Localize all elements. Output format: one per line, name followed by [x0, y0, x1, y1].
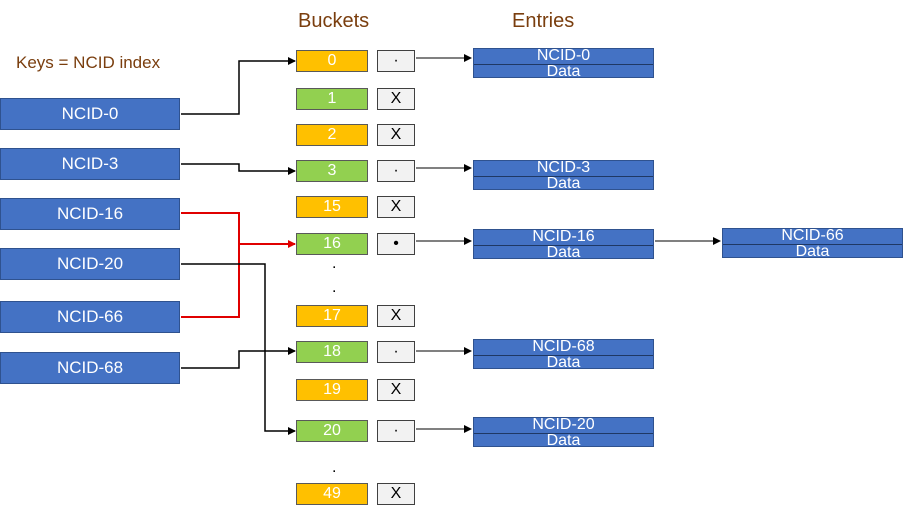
- link-ncid3-bucket3: [181, 163, 296, 175]
- entry-name: NCID-0: [536, 49, 591, 63]
- bucket-2: 2: [296, 124, 368, 146]
- entry-data: Data: [474, 176, 653, 191]
- key-ncid-66: NCID-66: [0, 301, 180, 333]
- entry-data: Data: [474, 64, 653, 79]
- entry-ncid-66: NCID-66 Data: [722, 228, 903, 259]
- slot-3: ·: [377, 160, 415, 182]
- bucket-18: 18: [296, 341, 368, 363]
- slot-49: X: [377, 483, 415, 505]
- entry-data: Data: [474, 433, 653, 448]
- slot-16: •: [377, 233, 415, 255]
- slot-20: ·: [377, 420, 415, 442]
- key-ncid-20: NCID-20: [0, 248, 180, 280]
- link-ncid16-bucket16: [181, 212, 296, 248]
- entry-data: Data: [723, 244, 902, 259]
- key-ncid-16: NCID-16: [0, 198, 180, 230]
- link-ncid66-bucket16: [181, 244, 240, 318]
- entry-name: NCID-3: [536, 161, 591, 175]
- slot-19: X: [377, 379, 415, 401]
- slot-2: X: [377, 124, 415, 146]
- link-ncid0-bucket0: [181, 57, 296, 115]
- ellipsis-dot: .: [332, 279, 337, 296]
- entry-ncid-68: NCID-68 Data: [473, 339, 654, 370]
- entry-name: NCID-66: [781, 229, 844, 243]
- slot-18: ·: [377, 341, 415, 363]
- bucket-0: 0: [296, 50, 368, 72]
- entry-ncid-0: NCID-0 Data: [473, 48, 654, 79]
- entry-name: NCID-68: [532, 340, 595, 354]
- ellipsis-dot: .: [332, 459, 337, 476]
- bucket-19: 19: [296, 379, 368, 401]
- entry-data: Data: [474, 245, 653, 260]
- entry-ncid-20: NCID-20 Data: [473, 417, 654, 448]
- bucket-20: 20: [296, 420, 368, 442]
- key-ncid-0: NCID-0: [0, 98, 180, 130]
- entry-data: Data: [474, 355, 653, 370]
- link-ncid68-bucket18: [181, 347, 296, 369]
- keys-caption: Keys = NCID index: [16, 53, 161, 72]
- entry-ncid-3: NCID-3 Data: [473, 160, 654, 191]
- key-ncid-3: NCID-3: [0, 148, 180, 180]
- bucket-3: 3: [296, 160, 368, 182]
- bucket-16: 16: [296, 233, 368, 255]
- entry-name: NCID-20: [532, 418, 595, 432]
- bucket-1: 1: [296, 88, 368, 110]
- link-ncid20-bucket20: [181, 263, 296, 435]
- bucket-17: 17: [296, 305, 368, 327]
- key-ncid-68: NCID-68: [0, 352, 180, 384]
- bucket-49: 49: [296, 483, 368, 505]
- slot-0: ·: [377, 50, 415, 72]
- slot-17: X: [377, 305, 415, 327]
- slot-15: X: [377, 196, 415, 218]
- bucket-15: 15: [296, 196, 368, 218]
- slot-1: X: [377, 88, 415, 110]
- ellipsis-dot: .: [332, 255, 337, 272]
- entry-ncid-16: NCID-16 Data: [473, 229, 654, 260]
- entry-name: NCID-16: [532, 230, 595, 244]
- buckets-heading: Buckets: [298, 10, 370, 32]
- entries-heading: Entries: [512, 10, 575, 32]
